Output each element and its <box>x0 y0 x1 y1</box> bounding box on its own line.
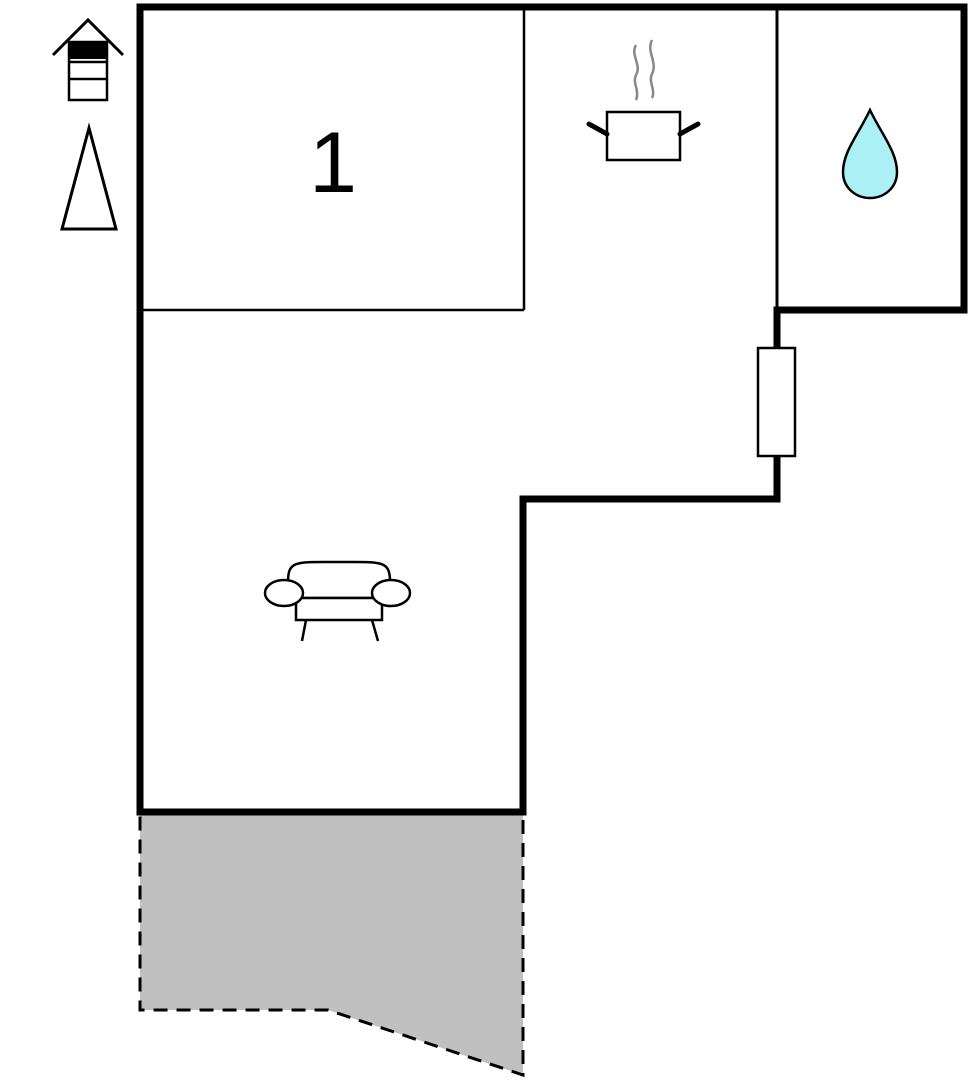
door-frame <box>756 346 797 458</box>
room-number-label: 1 <box>309 115 357 211</box>
sofa-icon <box>263 560 412 642</box>
terrace-area <box>138 810 525 1078</box>
water-drop-icon <box>841 107 899 200</box>
cooking-pot-icon <box>586 39 701 162</box>
north-arrow-icon <box>60 122 118 231</box>
house-floor-icon <box>51 17 125 102</box>
outer-walls <box>136 3 968 816</box>
